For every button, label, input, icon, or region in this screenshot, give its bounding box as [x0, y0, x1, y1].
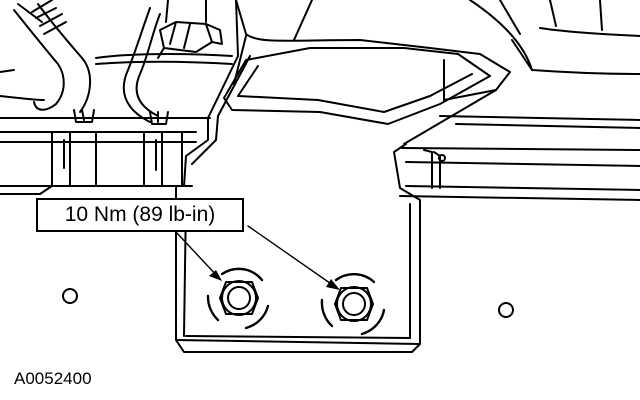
bracket-recess [223, 47, 491, 125]
torque-callout: 10 Nm (89 lb-in) [36, 198, 244, 232]
rail-clip [423, 149, 446, 189]
callout-leaders [175, 225, 338, 289]
figure-id-label: A0052400 [14, 369, 92, 388]
mounting-bracket [175, 0, 511, 353]
flange-nut-right [320, 273, 386, 336]
leader-arrowheads [209, 270, 340, 290]
mounting-holes [62, 288, 514, 318]
upper-housing [469, 0, 640, 75]
flange-nut-left [206, 267, 270, 330]
hose-bundle [0, 0, 91, 113]
wire-harness [95, 0, 233, 123]
rail-studs [73, 109, 169, 125]
support-posts [51, 131, 183, 187]
